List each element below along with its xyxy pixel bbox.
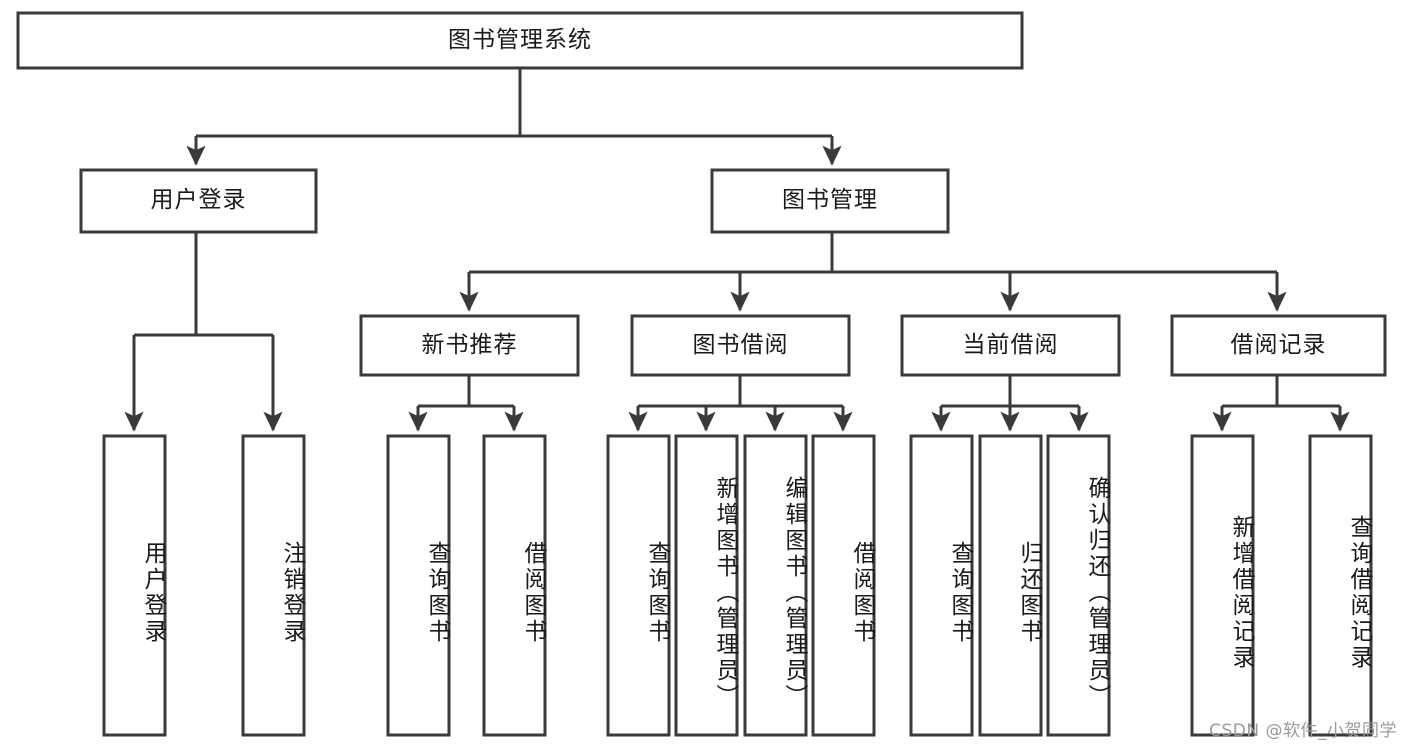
node-box-user-login[interactable]: [79, 168, 318, 234]
node-box-leaf-query-book-2[interactable]: [606, 434, 671, 737]
node-box-leaf-edit-book[interactable]: [743, 434, 808, 737]
node-box-leaf-query-book-3[interactable]: [909, 434, 974, 737]
node-box-leaf-add-book[interactable]: [674, 434, 739, 737]
node-box-leaf-borrow-book-1[interactable]: [482, 434, 547, 737]
node-box-leaf-user-logout[interactable]: [241, 434, 306, 737]
node-box-leaf-confirm-return[interactable]: [1046, 434, 1111, 737]
node-box-leaf-return-book[interactable]: [978, 434, 1043, 737]
node-box-book-manage[interactable]: [710, 168, 950, 234]
watermark-text: CSDN @软件_小贺同学: [1209, 721, 1397, 741]
node-box-leaf-user-login[interactable]: [102, 434, 167, 737]
node-box-leaf-add-record[interactable]: [1190, 434, 1255, 737]
node-box-root[interactable]: [16, 11, 1024, 70]
node-box-leaf-borrow-book-2[interactable]: [811, 434, 876, 737]
node-box-leaf-query-record[interactable]: [1308, 434, 1373, 737]
node-box-leaf-query-book-1[interactable]: [386, 434, 451, 737]
node-box-borrow-record[interactable]: [1170, 314, 1387, 377]
node-box-book-borrow[interactable]: [630, 314, 851, 377]
node-box-current-borrow[interactable]: [900, 314, 1121, 377]
node-box-new-book-recommend[interactable]: [359, 314, 580, 377]
